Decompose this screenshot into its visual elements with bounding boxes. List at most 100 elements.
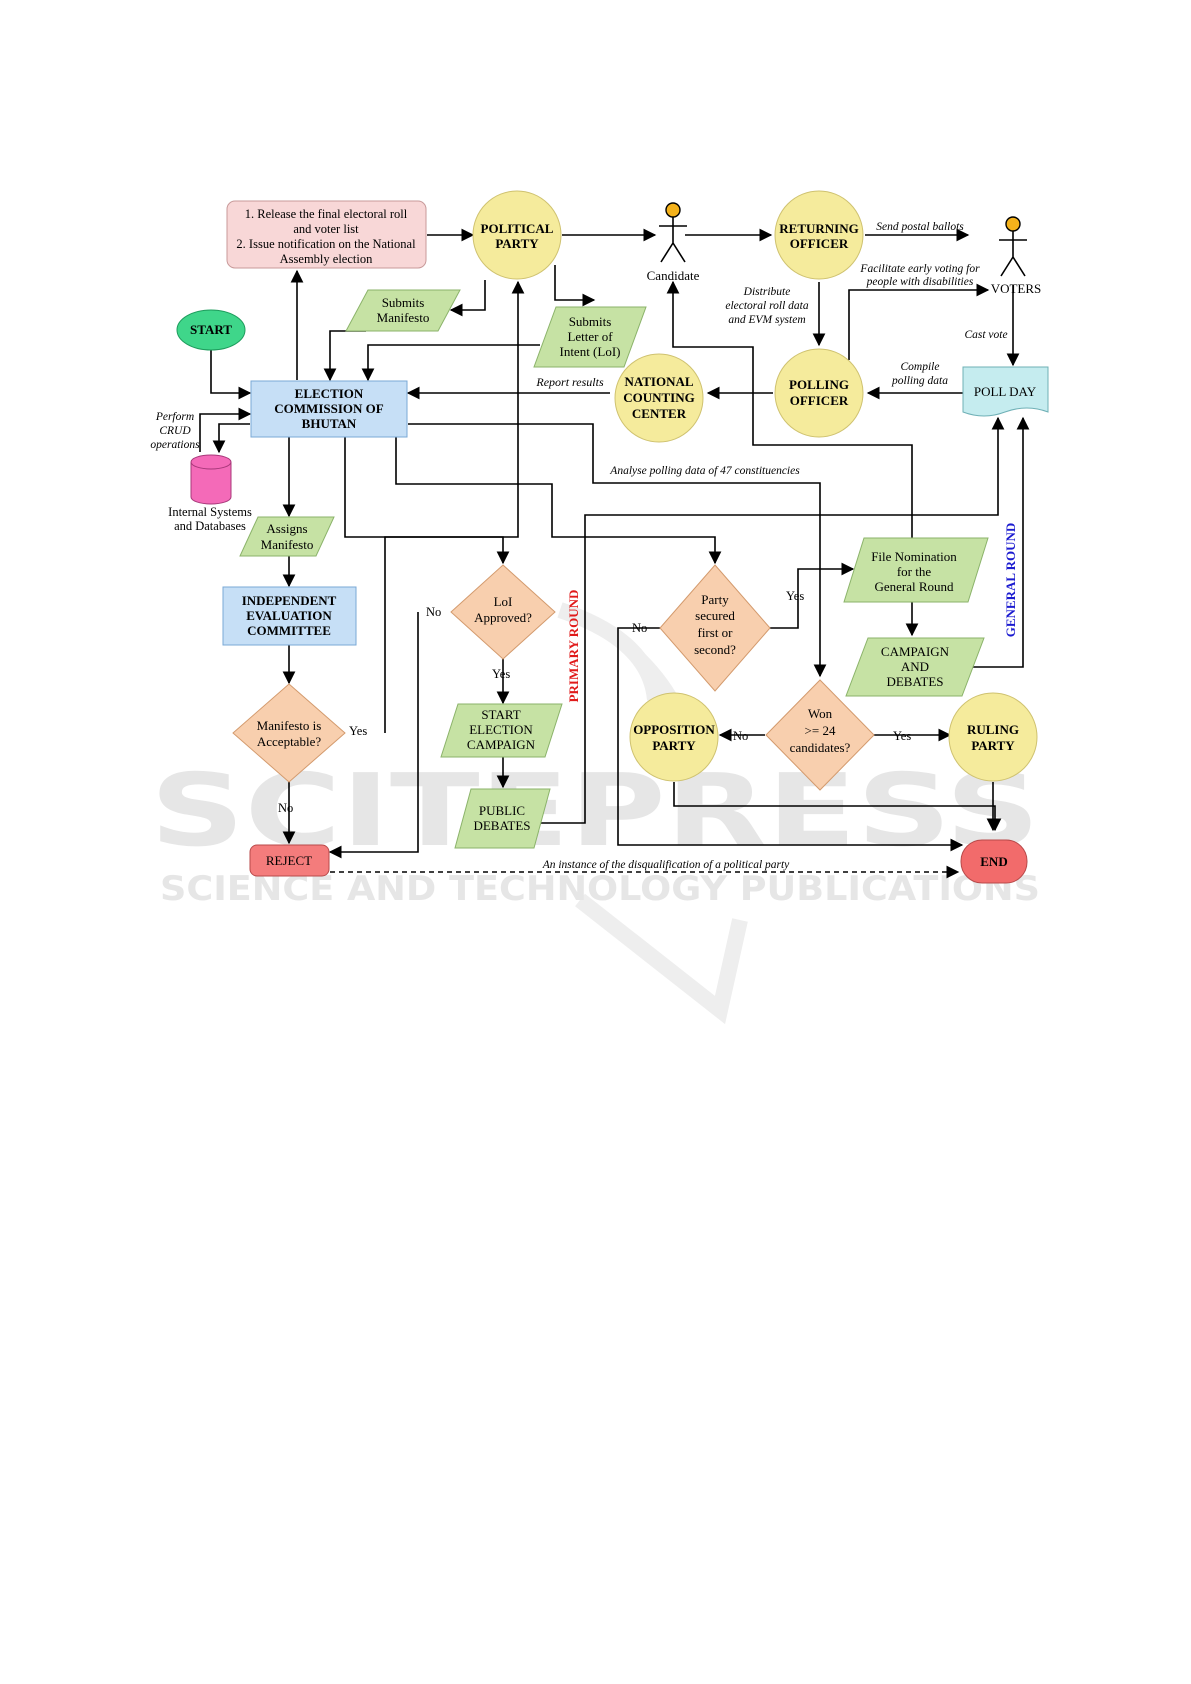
loi-approved-line-2: Approved? — [474, 610, 532, 625]
manifesto-acceptable-line-1: Manifesto is — [257, 718, 322, 733]
won-line-1: Won — [808, 706, 833, 721]
party-secured-line-3: first or — [697, 625, 733, 640]
label-secured-no: No — [632, 621, 647, 635]
poll-day-node: POLL DAY — [962, 366, 1049, 417]
independent-committee-line-3: COMMITTEE — [247, 623, 331, 638]
start-node: START — [176, 309, 246, 351]
national-counting-line-3: CENTER — [632, 406, 687, 421]
political-party-node: POLITICAL PARTY — [472, 190, 562, 280]
label-won-no: No — [733, 729, 748, 743]
label-distribute-3: and EVM system — [728, 314, 805, 326]
release-line-1: 1. Release the final electoral roll — [245, 207, 408, 221]
edge-ec-to-loi-approved — [344, 437, 510, 565]
release-line-4: Assembly election — [280, 252, 373, 266]
end-label: END — [980, 854, 1007, 869]
election-commission-line-2: COMMISSION OF — [274, 401, 383, 416]
ruling-party-node: RULING PARTY — [948, 692, 1038, 782]
label-disqualification: An instance of the disqualification of a… — [542, 859, 790, 871]
label-distribute-1: Distribute — [743, 286, 791, 298]
start-label: START — [190, 322, 232, 337]
nodes: 1. Release the final electoral roll and … — [168, 190, 1049, 884]
file-nomination-line-3: General Round — [874, 579, 954, 594]
label-distribute-2: electoral roll data — [725, 300, 809, 312]
returning-officer-line-1: RETURNING — [779, 221, 858, 236]
national-counting-center-node: NATIONAL COUNTING CENTER — [614, 353, 704, 443]
label-send-postal: Send postal ballots — [876, 221, 964, 233]
person-icon — [999, 216, 1027, 277]
submits-loi-line-3: Intent (LoI) — [559, 344, 620, 359]
start-election-campaign-node: START ELECTION CAMPAIGN — [440, 703, 563, 758]
start-campaign-line-2: ELECTION — [469, 722, 533, 737]
label-analyse: Analyse polling data of 47 constituencie… — [609, 465, 800, 477]
edge-secured-yes-to-nomination — [770, 562, 855, 629]
manifesto-acceptable-line-2: Acceptable? — [257, 734, 321, 749]
label-perform-2: CRUD — [159, 425, 191, 437]
voters-actor: VOTERS — [991, 216, 1041, 296]
national-counting-line-1: NATIONAL — [624, 374, 693, 389]
party-secured-decision: Party secured first or second? — [659, 564, 771, 692]
reject-node: REJECT — [249, 844, 330, 877]
election-commission-node: ELECTION COMMISSION OF BHUTAN — [250, 380, 408, 438]
person-icon — [659, 202, 687, 263]
label-acceptable-no: No — [278, 801, 293, 815]
label-compile-2: polling data — [891, 375, 948, 387]
opposition-line-2: PARTY — [652, 738, 696, 753]
edge-ec-to-won — [408, 423, 827, 678]
candidate-label: Candidate — [647, 268, 700, 283]
file-nomination-line-2: for the — [897, 564, 932, 579]
release-line-3: 2. Issue notification on the National — [236, 237, 416, 251]
campaign-debates-line-1: CAMPAIGN — [881, 644, 950, 659]
public-debates-line-2: DEBATES — [473, 818, 530, 833]
edge-party-to-loi — [554, 265, 596, 307]
opposition-party-node: OPPOSITION PARTY — [629, 692, 719, 782]
submits-manifesto-line-1: Submits — [382, 295, 425, 310]
start-campaign-line-1: START — [481, 707, 520, 722]
ruling-line-2: PARTY — [971, 738, 1015, 753]
loi-approved-line-1: LoI — [494, 594, 513, 609]
edge-opposition-to-end — [673, 782, 1002, 832]
political-party-line-1: POLITICAL — [481, 221, 554, 236]
label-acceptable-yes: Yes — [349, 724, 367, 738]
edge-nomination-to-candidate — [666, 280, 913, 538]
won-line-3: candidates? — [790, 740, 851, 755]
release-notification-box: 1. Release the final electoral roll and … — [226, 200, 427, 269]
edge-labels: Send postal ballots Facilitate early vot… — [150, 221, 1007, 871]
submits-manifesto-line-2: Manifesto — [377, 310, 430, 325]
independent-evaluation-committee-node: INDEPENDENT EVALUATION COMMITTEE — [222, 586, 357, 646]
manifesto-acceptable-decision: Manifesto is Acceptable? — [232, 683, 346, 783]
edge-loi-no-to-reject — [328, 612, 419, 859]
edge-acceptable-yes-to-party — [384, 280, 525, 733]
start-campaign-line-3: CAMPAIGN — [467, 737, 536, 752]
returning-officer-node: RETURNING OFFICER — [774, 190, 864, 280]
political-party-line-2: PARTY — [495, 236, 539, 251]
edge-ec-to-party-secured — [395, 437, 722, 565]
edge-polling-to-voters — [848, 283, 990, 360]
campaign-debates-line-3: DEBATES — [886, 674, 943, 689]
internal-systems-line-2: and Databases — [174, 519, 246, 533]
label-compile-1: Compile — [901, 361, 940, 373]
opposition-line-1: OPPOSITION — [633, 722, 715, 737]
file-nomination-line-1: File Nomination — [871, 549, 957, 564]
end-node: END — [960, 839, 1028, 884]
loi-approved-decision: LoI Approved? — [450, 564, 556, 660]
label-won-yes: Yes — [893, 729, 911, 743]
campaign-debates-line-2: AND — [901, 659, 929, 674]
label-facilitate-1: Facilitate early voting for — [859, 263, 980, 275]
independent-committee-line-1: INDEPENDENT — [242, 593, 337, 608]
ruling-line-1: RULING — [967, 722, 1019, 737]
edge-db-to-ec — [199, 407, 252, 452]
edge-party-to-manifesto — [449, 280, 486, 317]
internal-systems-database: Internal Systems and Databases — [168, 454, 252, 533]
submits-manifesto-node: Submits Manifesto — [345, 289, 461, 332]
submits-loi-line-2: Letter of — [567, 329, 613, 344]
returning-officer-line-2: OFFICER — [790, 236, 849, 251]
edges — [199, 228, 1030, 879]
won-candidates-decision: Won >= 24 candidates? — [765, 679, 875, 791]
assigns-manifesto-node: Assigns Manifesto — [239, 516, 335, 557]
internal-systems-line-1: Internal Systems — [168, 505, 252, 519]
label-loi-no: No — [426, 605, 441, 619]
party-secured-line-1: Party — [701, 592, 729, 607]
primary-round-label: PRIMARY ROUND — [566, 590, 581, 703]
submits-loi-node: Submits Letter of Intent (LoI) — [533, 306, 647, 368]
